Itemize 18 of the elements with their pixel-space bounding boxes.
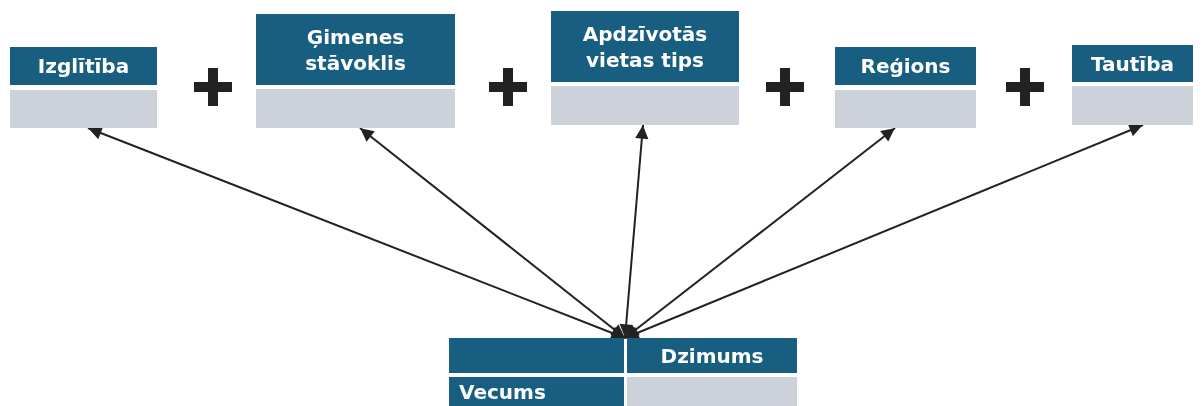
category-heading: Reģions <box>835 47 976 85</box>
category-box <box>1072 45 1193 125</box>
double-arrow <box>624 127 896 339</box>
category-box <box>835 47 976 128</box>
column-header: Dzimums <box>627 338 797 373</box>
category-heading: Tautība <box>1072 45 1193 82</box>
double-arrow <box>619 124 649 339</box>
category-heading: Apdzīvotās vietas tips <box>551 11 739 82</box>
double-arrow <box>87 126 626 340</box>
category-heading: Ģimenes stāvoklis <box>256 14 455 85</box>
category-box <box>551 11 739 125</box>
table <box>449 338 797 406</box>
category-box <box>256 14 455 128</box>
double-arrow <box>624 124 1144 339</box>
row-header: Vecums <box>449 377 624 406</box>
category-box <box>10 47 157 128</box>
double-arrow <box>359 127 626 339</box>
category-heading: Izglītība <box>10 47 157 85</box>
